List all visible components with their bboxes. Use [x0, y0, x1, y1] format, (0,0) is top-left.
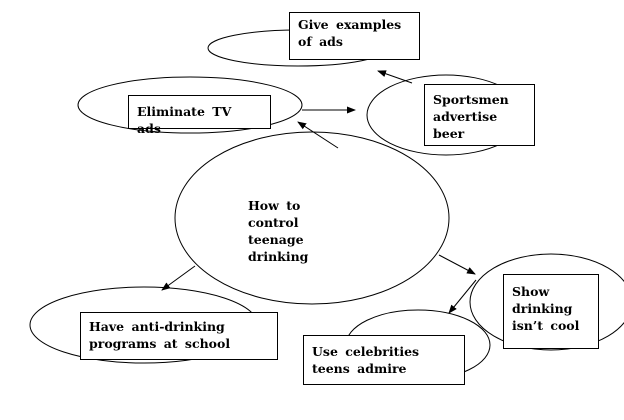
eliminate-tv-ads-box: Eliminate TV ads	[128, 95, 271, 136]
arrow-center-to-show-drinking	[438, 254, 476, 275]
anti-drinking-box: Have anti-drinking programs at school	[80, 312, 278, 360]
arrow-show-drinking-to-celebrities	[448, 279, 477, 314]
center-box: How to control teenage drinking	[248, 198, 309, 264]
sportsmen-box: Sportsmen advertise beer	[424, 84, 535, 146]
arrow-center-to-anti-drinking	[161, 265, 196, 291]
arrow-center-to-eliminate	[297, 121, 339, 149]
give-examples-box: Give examples of ads	[289, 12, 420, 60]
center-bubble	[174, 131, 450, 305]
arrow-sportsmen-to-give-examples	[377, 70, 413, 84]
celebrities-box: Use celebrities teens admire	[303, 335, 465, 385]
show-drinking-box: Show drinking isn’t cool	[503, 274, 599, 349]
